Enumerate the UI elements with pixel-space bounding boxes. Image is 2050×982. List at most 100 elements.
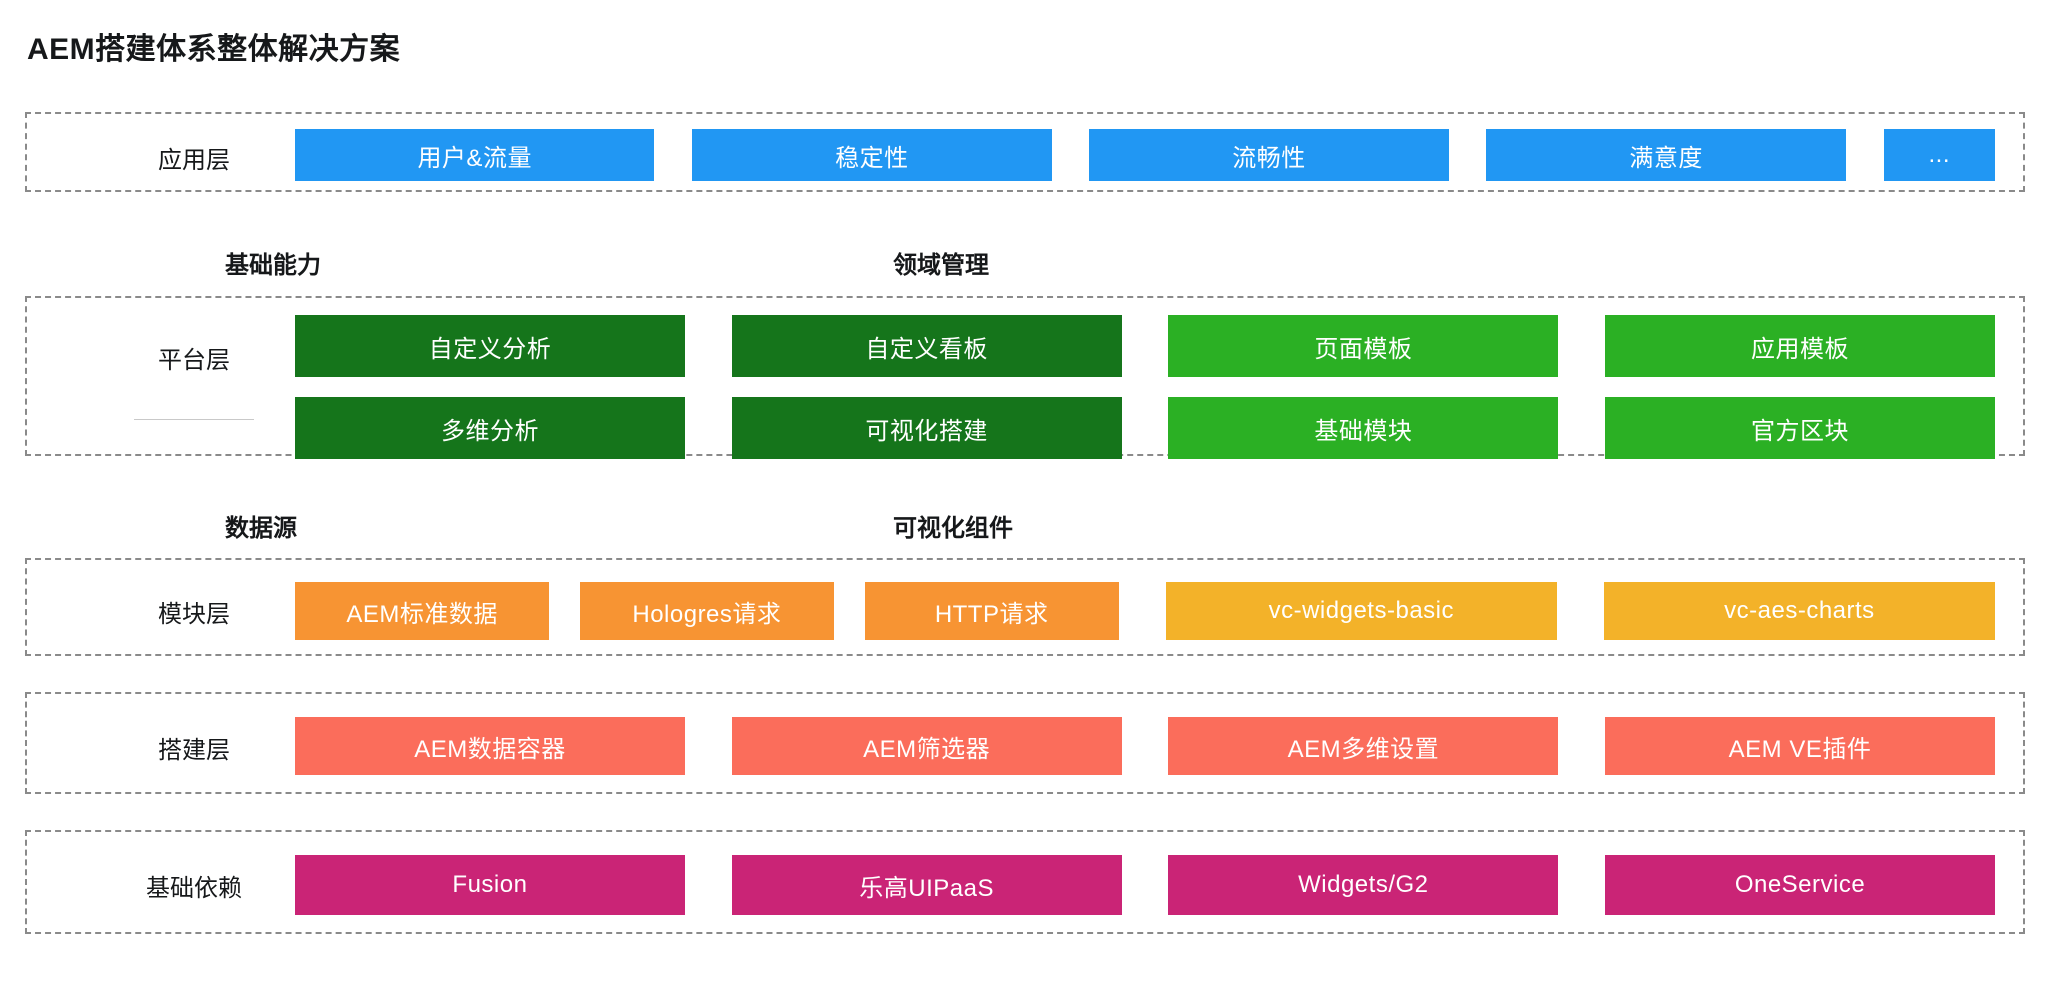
layer-box[interactable]: 乐高UIPaaS xyxy=(731,855,1122,915)
layer-box[interactable]: 页面模板 xyxy=(1168,315,1559,377)
box-cell: 稳定性 xyxy=(692,129,1052,181)
layer-label-build: 搭建层 xyxy=(99,730,289,765)
box-cell: 应用模板 xyxy=(1605,315,1995,377)
layer-label-platform: 平台层 xyxy=(99,340,289,420)
group-caption: 领域管理 xyxy=(893,252,989,279)
layer-band-base: 基础依赖 Fusion 乐高UIPaaS Widgets/G2 OneService xyxy=(25,830,2025,934)
box-cell: Fusion xyxy=(295,855,685,915)
box-gap xyxy=(1119,582,1166,640)
box-row: 自定义分析自定义看板页面模板应用模板 xyxy=(295,315,1995,377)
layer-box[interactable]: 自定义看板 xyxy=(731,315,1122,377)
layer-box[interactable]: 用户&流量 xyxy=(295,129,655,181)
layer-box-grid: AEM标准数据 Hologres请求 HTTP请求 vc-widgets-basic v… xyxy=(295,560,1995,654)
box-cell: AEM VE插件 xyxy=(1605,717,1995,775)
layer-label-module: 模块层 xyxy=(99,594,289,629)
layer-box[interactable]: OneService xyxy=(1605,855,1995,915)
layer-label-text: 平台层 xyxy=(158,347,230,374)
box-cell: AEM筛选器 xyxy=(731,717,1122,775)
layer-box[interactable]: 官方区块 xyxy=(1605,397,1995,459)
layer-box-grid: AEM数据容器 AEM筛选器 AEM多维设置 AEM VE插件 xyxy=(295,694,1995,792)
page-title: AEM搭建体系整体解决方案 xyxy=(27,33,401,66)
box-cell: 自定义分析 xyxy=(295,315,685,377)
box-gap xyxy=(685,315,732,377)
layer-label-text: 模块层 xyxy=(158,601,230,628)
layer-box[interactable]: 自定义分析 xyxy=(295,315,685,377)
box-gap xyxy=(1846,129,1884,181)
box-cell: HTTP请求 xyxy=(864,582,1119,640)
box-cell: 页面模板 xyxy=(1168,315,1559,377)
box-gap xyxy=(549,582,580,640)
box-cell: 流畅性 xyxy=(1089,129,1449,181)
box-cell: 可视化搭建 xyxy=(731,397,1122,459)
box-gap xyxy=(685,397,732,459)
layer-box[interactable]: 流畅性 xyxy=(1089,129,1449,181)
box-cell: AEM标准数据 xyxy=(295,582,550,640)
box-gap xyxy=(1449,129,1487,181)
box-cell: AEM数据容器 xyxy=(295,717,685,775)
group-caption: 数据源 xyxy=(225,515,297,542)
box-cell: vc-aes-charts xyxy=(1603,582,1995,640)
box-gap xyxy=(1122,717,1169,775)
box-gap xyxy=(1122,397,1169,459)
box-cell: Widgets/G2 xyxy=(1168,855,1559,915)
box-gap xyxy=(1558,315,1605,377)
layer-box[interactable]: 可视化搭建 xyxy=(731,397,1122,459)
layer-box[interactable]: HTTP请求 xyxy=(864,582,1119,640)
box-gap xyxy=(1557,582,1604,640)
layer-label-app: 应用层 xyxy=(99,140,289,175)
layer-box[interactable]: ... xyxy=(1883,129,1995,181)
box-gap xyxy=(834,582,865,640)
layer-label-base: 基础依赖 xyxy=(99,868,289,903)
layer-box[interactable]: 应用模板 xyxy=(1605,315,1995,377)
box-gap xyxy=(1122,855,1169,915)
layer-band-module: 模块层 AEM标准数据 Hologres请求 HTTP请求 vc-widgets-bas… xyxy=(25,558,2025,656)
box-gap xyxy=(1052,129,1090,181)
box-gap xyxy=(1558,717,1605,775)
layer-box[interactable]: 多维分析 xyxy=(295,397,685,459)
box-gap xyxy=(1122,315,1169,377)
layer-label-divider xyxy=(134,419,254,420)
box-cell: 官方区块 xyxy=(1605,397,1995,459)
box-cell: OneService xyxy=(1605,855,1995,915)
layer-box[interactable]: 稳定性 xyxy=(692,129,1052,181)
group-caption: 可视化组件 xyxy=(893,515,1013,542)
layer-box[interactable]: AEM筛选器 xyxy=(731,717,1122,775)
layer-label-text: 基础依赖 xyxy=(146,875,242,902)
box-row: Fusion 乐高UIPaaS Widgets/G2 OneService xyxy=(295,855,1995,915)
layer-label-text: 搭建层 xyxy=(158,737,230,764)
layer-box[interactable]: vc-widgets-basic xyxy=(1165,582,1557,640)
layer-box[interactable]: AEM多维设置 xyxy=(1168,717,1559,775)
box-cell: 自定义看板 xyxy=(731,315,1122,377)
layer-box-grid: 用户&流量稳定性流畅性满意度... xyxy=(295,114,1995,190)
layer-box[interactable]: 满意度 xyxy=(1486,129,1846,181)
layer-box[interactable]: AEM数据容器 xyxy=(295,717,685,775)
box-cell: 用户&流量 xyxy=(295,129,655,181)
layer-band-app: 应用层用户&流量稳定性流畅性满意度... xyxy=(25,112,2025,192)
layer-band-platform: 平台层自定义分析自定义看板页面模板应用模板多维分析可视化搭建基础模块官方区块 xyxy=(25,296,2025,459)
layer-box[interactable]: Hologres请求 xyxy=(579,582,835,640)
box-gap xyxy=(685,855,732,915)
box-row: AEM标准数据 Hologres请求 HTTP请求 vc-widgets-basic v… xyxy=(295,582,1995,640)
box-cell: Hologres请求 xyxy=(579,582,835,640)
layer-box[interactable]: AEM VE插件 xyxy=(1605,717,1995,775)
box-gap xyxy=(1558,397,1605,459)
box-row: 多维分析可视化搭建基础模块官方区块 xyxy=(295,397,1995,459)
layer-box[interactable]: Widgets/G2 xyxy=(1168,855,1559,915)
group-caption: 基础能力 xyxy=(225,252,321,279)
layer-box[interactable]: 基础模块 xyxy=(1168,397,1559,459)
box-cell: 多维分析 xyxy=(295,397,685,459)
box-row: 用户&流量稳定性流畅性满意度... xyxy=(295,129,1995,181)
box-cell: AEM多维设置 xyxy=(1168,717,1559,775)
box-cell: 基础模块 xyxy=(1168,397,1559,459)
box-gap xyxy=(1558,855,1605,915)
layer-box[interactable]: AEM标准数据 xyxy=(295,582,550,640)
box-cell: vc-widgets-basic xyxy=(1165,582,1557,640)
box-row: AEM数据容器 AEM筛选器 AEM多维设置 AEM VE插件 xyxy=(295,717,1995,775)
box-cell: ... xyxy=(1883,129,1995,181)
layer-box[interactable]: vc-aes-charts xyxy=(1603,582,1995,640)
layer-box-grid: Fusion 乐高UIPaaS Widgets/G2 OneService xyxy=(295,832,1995,932)
layer-box[interactable]: Fusion xyxy=(295,855,685,915)
box-cell: 乐高UIPaaS xyxy=(731,855,1122,915)
box-gap xyxy=(654,129,692,181)
